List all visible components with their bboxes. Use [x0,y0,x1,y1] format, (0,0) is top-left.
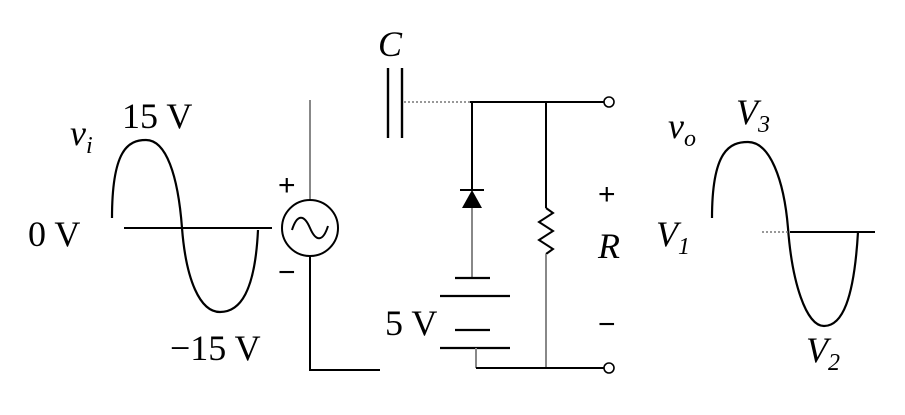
source-bottom-wire [309,256,380,371]
output-minus-label: − [598,308,616,341]
output-terminal-top [603,96,615,108]
input-waveform [110,138,272,314]
diode-icon [462,190,482,208]
sine-symbol-icon [291,216,329,240]
output-voltage-label: vo [668,106,696,152]
input-trough-label: −15 V [170,328,261,368]
source-plus-label: + [278,169,296,202]
capacitor [386,68,470,138]
battery-label: 5 V [385,303,437,343]
input-zero-label: 0 V [28,214,80,254]
diode-battery-branch [440,102,510,368]
output-waveform [710,140,875,328]
output-v3-label: V3 [736,92,770,138]
resistor-label: R [597,226,620,266]
output-sine-curve [710,140,860,328]
input-peak-label: 15 V [122,96,192,136]
output-v2-label: V2 [806,330,840,376]
input-voltage-label: vi [70,113,93,159]
output-v1-label: V1 [656,214,690,260]
source-minus-label: − [278,256,296,289]
output-plus-label: + [598,178,616,211]
resistor-branch [537,102,555,368]
capacitor-label: C [378,24,403,64]
ac-voltage-source [281,100,380,371]
output-terminal-bottom [603,362,615,374]
resistor-icon [537,207,555,255]
input-sine-curve [110,138,260,314]
